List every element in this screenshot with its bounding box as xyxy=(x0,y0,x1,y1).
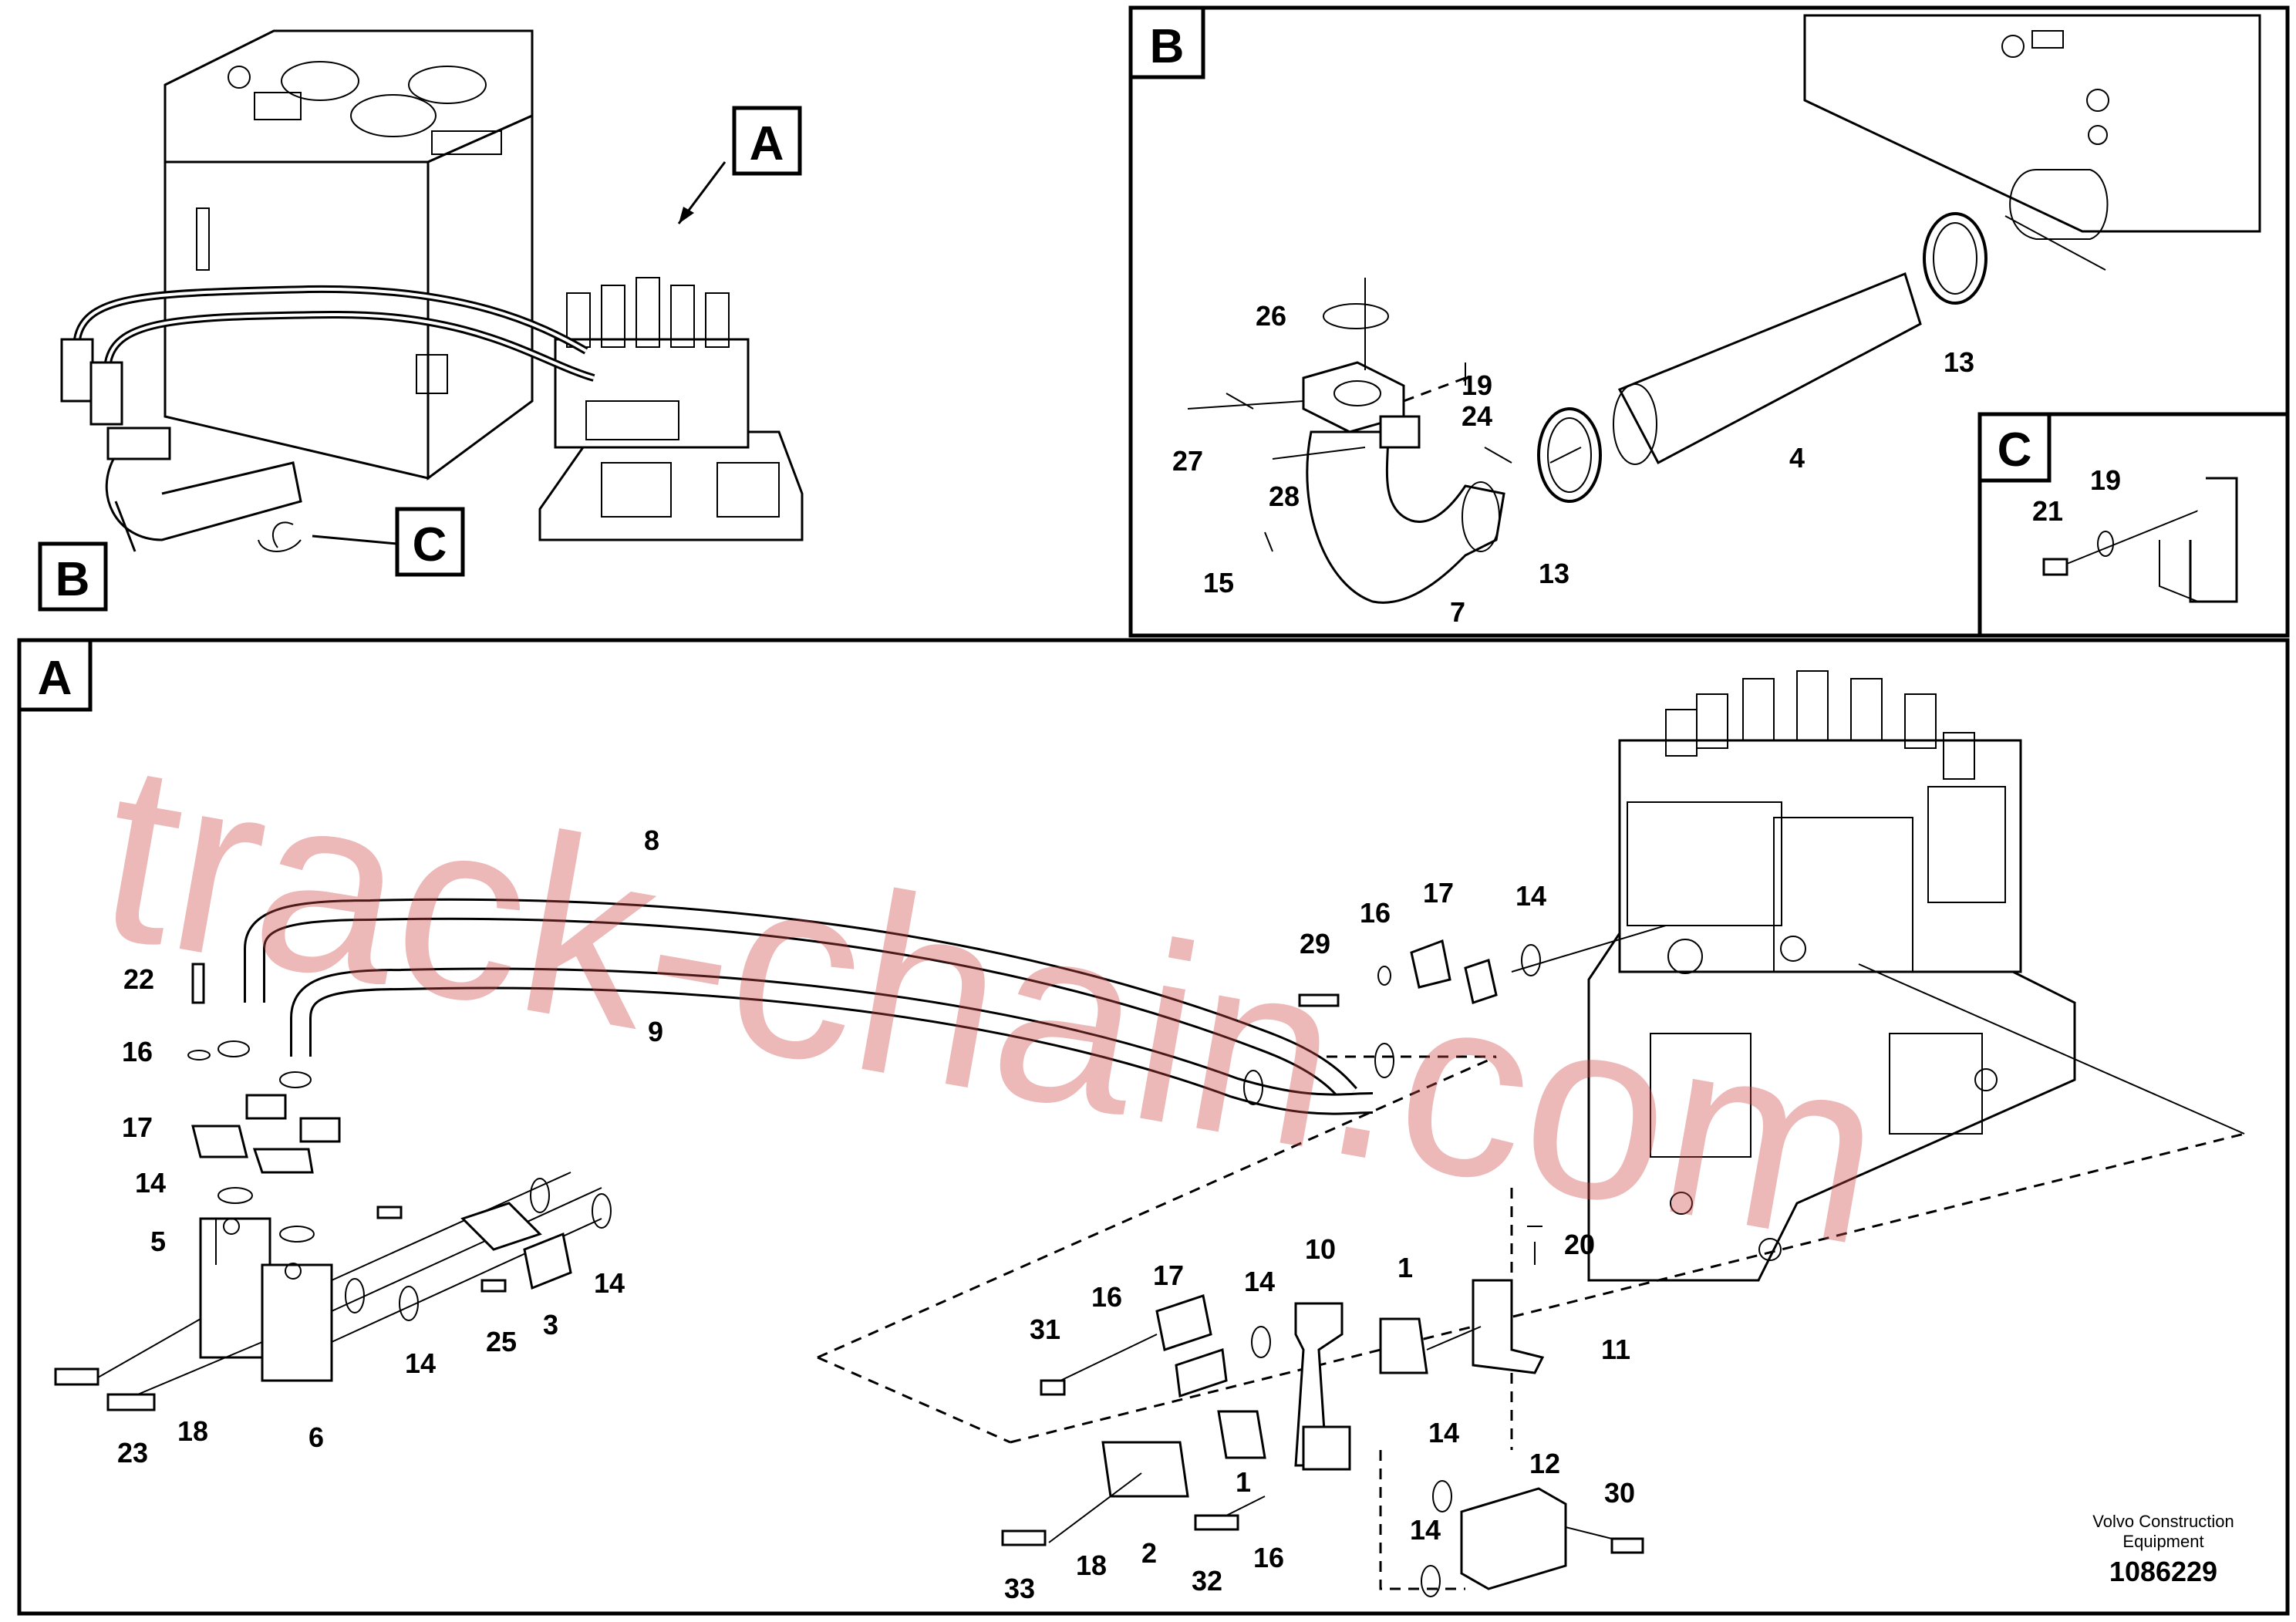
callout-19-b: 19 xyxy=(1462,369,1492,401)
hydraulic-tank xyxy=(164,29,534,481)
detail-a-frame xyxy=(17,638,2290,1616)
callout-26: 26 xyxy=(1256,300,1286,332)
callout-1-bottom: 1 xyxy=(1236,1466,1251,1498)
overview-callout-c: C xyxy=(413,518,447,572)
callout-16-a4: 16 xyxy=(1253,1542,1284,1573)
callout-31: 31 xyxy=(1030,1313,1060,1345)
callout-14-a4: 14 xyxy=(1515,880,1546,912)
detail-c-frame xyxy=(1977,412,2290,638)
control-valve xyxy=(1587,670,2076,1282)
callout-32: 32 xyxy=(1192,1565,1222,1597)
detail-c-label: C xyxy=(1998,423,2032,477)
detail-b-drawing xyxy=(1187,14,2261,604)
callout-10: 10 xyxy=(1305,1233,1336,1265)
callout-30: 30 xyxy=(1604,1477,1635,1509)
overview-drawing xyxy=(60,29,804,552)
overview-callout-a: A xyxy=(750,117,784,170)
overview-callout-b: B xyxy=(56,553,90,606)
callout-25: 25 xyxy=(486,1326,517,1357)
callout-19-c: 19 xyxy=(2090,464,2121,496)
overview-control-valve xyxy=(538,277,804,541)
callout-2: 2 xyxy=(1141,1537,1157,1569)
detail-c-drawing xyxy=(2042,477,2238,603)
callout-12: 12 xyxy=(1529,1448,1560,1479)
callout-23: 23 xyxy=(117,1437,148,1469)
overview-callout-c-box xyxy=(395,507,465,577)
callout-16-a2: 16 xyxy=(1360,897,1391,929)
overview-callout-a-box xyxy=(732,106,802,176)
callout-24: 24 xyxy=(1462,400,1492,432)
callout-15: 15 xyxy=(1203,567,1234,599)
company-line-1: Volvo Construction xyxy=(2092,1512,2234,1531)
callout-1-top: 1 xyxy=(1397,1252,1413,1283)
company-line-2: Equipment xyxy=(2122,1532,2203,1551)
callout-13-left: 13 xyxy=(1539,558,1569,589)
callout-9: 9 xyxy=(648,1016,663,1047)
callout-11: 11 xyxy=(1601,1334,1630,1365)
callout-14-a7: 14 xyxy=(1410,1514,1441,1546)
overview-callout-b-box xyxy=(38,541,108,612)
callout-16-a1: 16 xyxy=(122,1036,153,1067)
callout-29: 29 xyxy=(1300,928,1330,959)
callout-27: 27 xyxy=(1172,445,1203,477)
detail-b-label: B xyxy=(1150,20,1185,73)
callout-14-a5: 14 xyxy=(1244,1266,1275,1297)
callout-7: 7 xyxy=(1450,596,1465,628)
callout-6: 6 xyxy=(308,1421,324,1453)
callout-8: 8 xyxy=(644,824,659,856)
callout-16-a3: 16 xyxy=(1091,1281,1122,1313)
drawing-number: 1086229 xyxy=(2109,1556,2217,1587)
callout-21: 21 xyxy=(2032,495,2063,527)
callout-14-a3: 14 xyxy=(594,1267,625,1299)
callout-18-a2: 18 xyxy=(1076,1549,1107,1581)
callout-3: 3 xyxy=(543,1309,558,1340)
callout-33: 33 xyxy=(1004,1573,1035,1604)
callout-22: 22 xyxy=(123,963,154,995)
callout-14-a2: 14 xyxy=(405,1347,436,1379)
callout-17-a1: 17 xyxy=(122,1111,153,1143)
callout-5: 5 xyxy=(150,1226,166,1257)
callout-17-a2: 17 xyxy=(1423,877,1454,909)
detail-a-label: A xyxy=(38,652,72,705)
callout-18-a1: 18 xyxy=(177,1415,208,1447)
callout-28: 28 xyxy=(1269,481,1300,512)
detail-a-drawing xyxy=(54,670,2245,1597)
callout-4: 4 xyxy=(1789,442,1805,474)
callout-14-a6: 14 xyxy=(1428,1417,1459,1448)
detail-b-frame xyxy=(1128,5,2290,638)
callout-14-a1: 14 xyxy=(135,1167,166,1199)
callout-17-a3: 17 xyxy=(1153,1259,1184,1291)
callout-13-right: 13 xyxy=(1944,346,1974,378)
callout-20: 20 xyxy=(1564,1229,1595,1260)
